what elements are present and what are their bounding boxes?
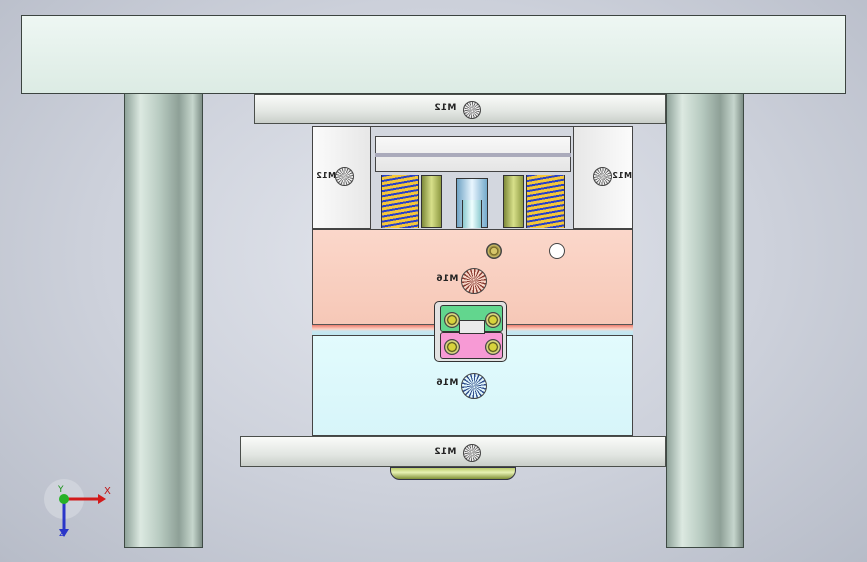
top-clamp-plate[interactable] xyxy=(21,15,846,94)
triad-x-label: X xyxy=(104,486,111,497)
top-rail-screw-icon[interactable] xyxy=(463,101,481,119)
triad-y-label: Y xyxy=(58,485,64,495)
cavity-screw-icon[interactable] xyxy=(461,268,487,294)
slider-bolt-bottom-left-icon[interactable] xyxy=(444,339,460,355)
bottom-rail-screw-icon[interactable] xyxy=(463,444,481,462)
bottom-rail[interactable] xyxy=(240,436,666,467)
left-block-screw-label: M12 xyxy=(316,171,336,180)
right-block-screw-label: M12 xyxy=(612,171,632,180)
slider-bolt-bottom-right-icon[interactable] xyxy=(485,339,501,355)
right-support-pillar[interactable] xyxy=(666,93,744,548)
ejector-plate-groove xyxy=(375,153,571,157)
core-screw-icon[interactable] xyxy=(461,373,487,399)
top-rail-screw-label: M12 xyxy=(434,103,457,113)
cavity-hole-icon xyxy=(549,243,565,259)
locating-ring[interactable] xyxy=(390,467,516,480)
left-return-spring[interactable] xyxy=(381,175,419,228)
right-block-screw-icon[interactable] xyxy=(593,167,612,186)
cavity-pin-icon[interactable] xyxy=(486,243,502,259)
cavity-screw-label: M16 xyxy=(436,274,459,284)
slider-bolt-top-left-icon[interactable] xyxy=(444,312,460,328)
sprue-puller-neck xyxy=(462,200,482,228)
coordinate-triad xyxy=(44,479,106,537)
triad-z-label: Z xyxy=(59,529,66,539)
core-screw-label: M16 xyxy=(436,378,459,388)
slider-bolt-top-right-icon[interactable] xyxy=(485,312,501,328)
right-return-spring[interactable] xyxy=(526,175,565,228)
bottom-rail-screw-label: M12 xyxy=(434,447,457,457)
right-guide-rod[interactable] xyxy=(503,175,524,228)
left-support-pillar[interactable] xyxy=(124,93,203,548)
top-rail[interactable] xyxy=(254,94,666,124)
left-guide-rod[interactable] xyxy=(421,175,442,228)
left-block-screw-icon[interactable] xyxy=(335,167,354,186)
slider-insert-gate xyxy=(459,320,485,334)
